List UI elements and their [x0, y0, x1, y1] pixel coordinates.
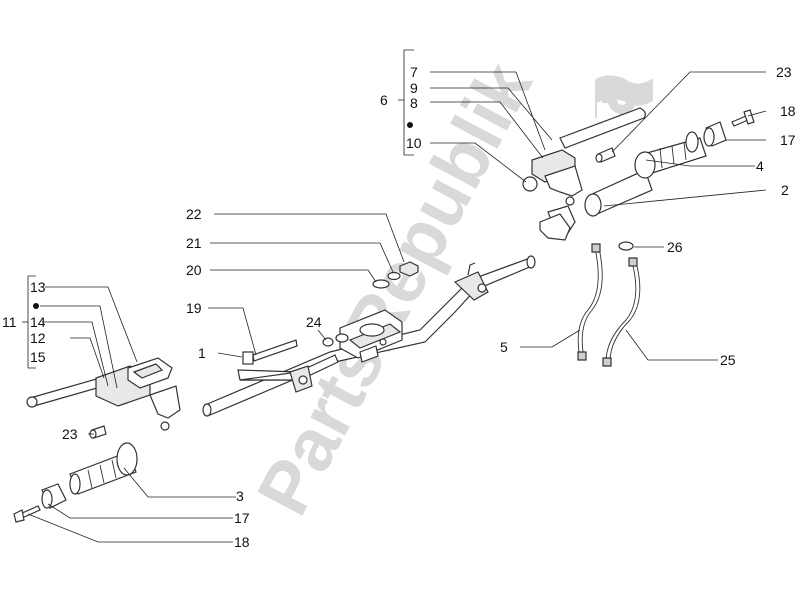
leader-lines — [27, 71, 767, 543]
callout-24: 24 — [306, 314, 322, 330]
center-clamp — [339, 309, 403, 363]
bracket-group-6 — [398, 49, 414, 156]
watermark: PartsRepublik — [241, 48, 548, 527]
cable-25 — [602, 257, 641, 367]
bracket-group-11 — [22, 275, 39, 369]
callout-25: 25 — [720, 352, 736, 368]
callout-1: 1 — [198, 345, 206, 361]
screw-18-left — [13, 505, 41, 523]
callout-26: 26 — [667, 239, 683, 255]
callout-23-right: 23 — [776, 64, 792, 80]
callout-9: 9 — [410, 80, 418, 96]
callout-22: 22 — [186, 206, 202, 222]
right-clamp — [539, 213, 571, 241]
left-lever-assembly — [26, 357, 181, 431]
bar-end-right — [703, 109, 755, 147]
callout-14: 14 — [30, 314, 46, 330]
bolt-19 — [242, 339, 298, 365]
callout-20: 20 — [186, 262, 202, 278]
callout-13: 13 — [30, 279, 46, 295]
callout-labels: 1 2 3 4 5 6 7 9 8 10 11 13 14 12 15 17 1… — [2, 64, 796, 550]
callout-2: 2 — [781, 182, 789, 198]
watermark-text: PartsRepublik — [241, 48, 548, 527]
handlebar-frame — [202, 255, 536, 417]
right-grip — [584, 131, 707, 217]
callout-23-left: 23 — [62, 426, 78, 442]
group-6-bullet-icon — [407, 122, 413, 128]
left-grip — [69, 442, 138, 495]
callout-10: 10 — [406, 135, 422, 151]
callout-21: 21 — [186, 235, 202, 251]
callout-12: 12 — [30, 330, 46, 346]
callout-11: 11 — [2, 314, 17, 330]
callout-6: 6 — [380, 92, 388, 108]
callout-5: 5 — [500, 339, 508, 355]
callout-17-left: 17 — [234, 510, 250, 526]
grommet-26 — [618, 241, 634, 251]
callout-18-left: 18 — [234, 534, 250, 550]
group-11-bullet-icon — [33, 303, 39, 309]
callout-8: 8 — [410, 95, 418, 111]
watermark-flag-icon — [595, 75, 653, 118]
callout-18-right: 18 — [780, 103, 796, 119]
bar-end-left — [41, 483, 67, 509]
callout-3: 3 — [236, 488, 244, 504]
callout-4: 4 — [756, 158, 764, 174]
cable-5 — [577, 243, 603, 361]
callout-17-right: 17 — [780, 132, 796, 148]
callout-7: 7 — [410, 64, 418, 80]
nut-washer-stack — [372, 261, 419, 289]
screw-23-right — [595, 147, 616, 163]
callout-15: 15 — [30, 349, 46, 365]
callout-19: 19 — [186, 300, 202, 316]
screw-23-left — [89, 425, 107, 439]
